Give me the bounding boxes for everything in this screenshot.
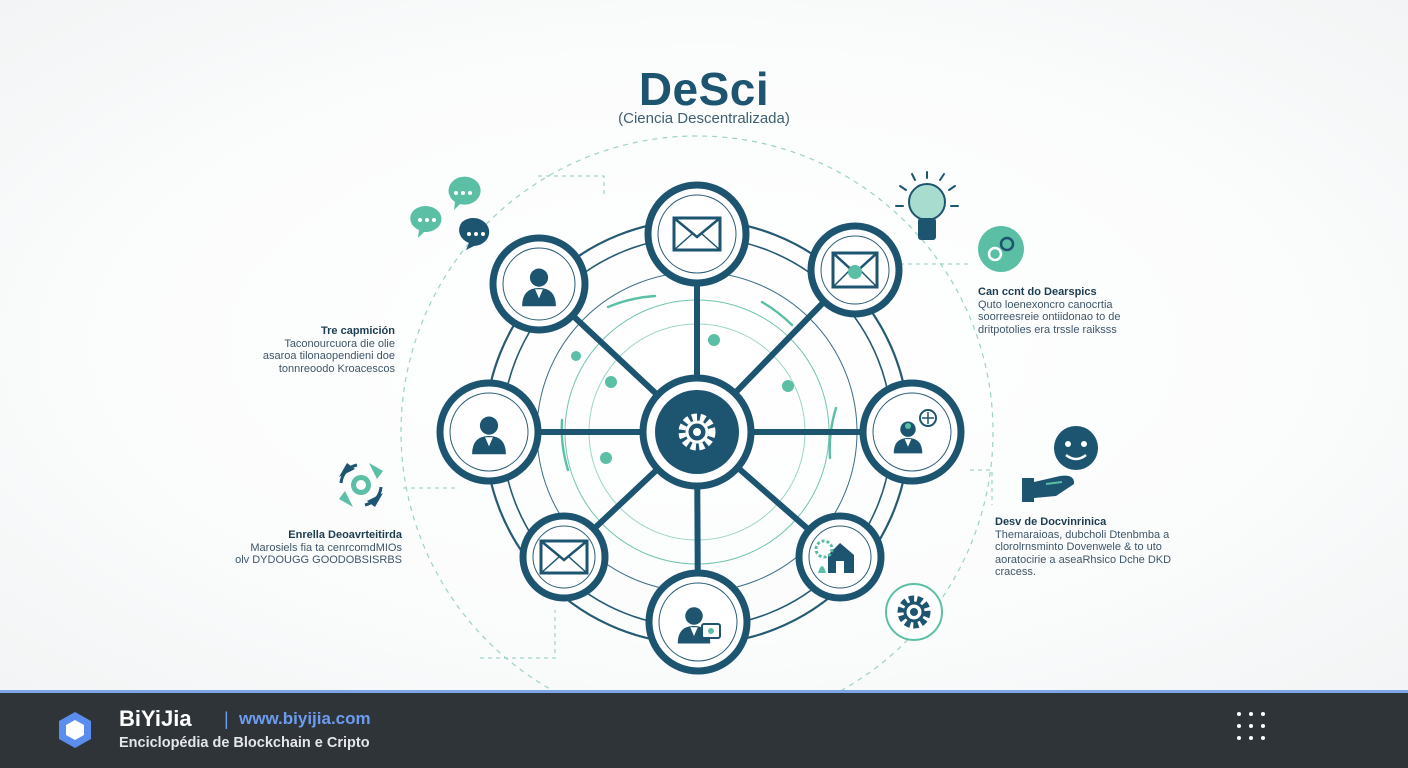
annotation-bottom-right: Desv de Docvinrinica Themaraioas, dubcho… bbox=[995, 516, 1195, 579]
envelope-icon bbox=[672, 216, 722, 252]
chat-bubbles-icon bbox=[410, 176, 490, 250]
annotation-bottom-left: Enrella Deoavrteitirda Marosiels fia ta … bbox=[190, 529, 402, 567]
connector-top-left bbox=[538, 175, 605, 196]
annotation-line: asaroa tilonaopendieni doe bbox=[262, 350, 395, 362]
annotation-line: clorolrnsminto Dovenwele & to uto bbox=[995, 541, 1162, 553]
chat-bubble bbox=[410, 206, 442, 238]
accent-dots bbox=[571, 334, 794, 464]
site-tagline: Enciclopédia de Blockchain e Cripto bbox=[119, 735, 370, 751]
accent-dot bbox=[782, 380, 794, 392]
annotation-line: dritpotolies era trssle raiksss bbox=[978, 323, 1117, 336]
researcher-icon bbox=[472, 416, 506, 455]
scientist-icon bbox=[893, 409, 937, 454]
page-title: DeSci bbox=[638, 63, 770, 115]
annotation-line: Quto loenexoncro canocrtia bbox=[978, 298, 1113, 311]
outer-orbit bbox=[400, 135, 994, 690]
annotation-line: cracess. bbox=[995, 566, 1036, 578]
annotation-line: aoratocirie a aseaRhsico Dche DKD bbox=[995, 553, 1172, 566]
research-lab-icon bbox=[814, 539, 854, 573]
network-node bbox=[645, 569, 751, 675]
annotation-heading: Tre capmición bbox=[321, 325, 395, 337]
annotation-heading: Can ccnt do Dearspics bbox=[978, 286, 1097, 298]
certificate-icon bbox=[831, 251, 879, 289]
accent-dot bbox=[600, 452, 612, 464]
hand-cuff bbox=[1022, 478, 1034, 502]
network-node bbox=[489, 234, 589, 334]
hexagon-logo-icon[interactable] bbox=[56, 710, 94, 750]
bulb-base bbox=[918, 218, 936, 240]
annotation-line: soorreesreie ontiidonao to de bbox=[978, 311, 1121, 323]
settings-gear-icon bbox=[885, 583, 943, 641]
accent-dot bbox=[708, 334, 720, 346]
footer-separator: | bbox=[224, 709, 229, 729]
network-node bbox=[807, 222, 903, 318]
smile-face bbox=[1054, 426, 1098, 470]
annotation-heading: Enrella Deoavrteitirda bbox=[288, 529, 402, 541]
gear-body bbox=[685, 420, 709, 444]
gear-teeth bbox=[678, 413, 716, 451]
envelope-icon bbox=[539, 539, 589, 575]
recycle-arrows-icon bbox=[339, 463, 383, 507]
accent-arc bbox=[760, 300, 794, 327]
central-hub bbox=[639, 374, 755, 490]
annotation-line: olv DYDOUGG GOODOBSISRBS bbox=[235, 554, 402, 566]
connector-right bbox=[970, 469, 993, 505]
connection-badge-icon bbox=[978, 226, 1024, 272]
desci-network-diagram bbox=[339, 135, 1098, 690]
gear-center bbox=[693, 428, 701, 436]
site-url-link[interactable]: www.biyijia.com bbox=[239, 709, 371, 728]
accent-dot bbox=[571, 351, 581, 361]
annotation-line: Themaraioas, dubcholi Dtenbmba a bbox=[995, 528, 1170, 541]
collaborators-icon bbox=[677, 607, 721, 644]
network-node bbox=[436, 379, 542, 485]
annotation-top-right: Can ccnt do Dearspics Quto loenexoncro c… bbox=[978, 286, 1168, 336]
brand-name[interactable]: BiYiJia bbox=[119, 706, 192, 731]
infographic-canvas: DeSci (Ciencia Descentralizada) bbox=[0, 0, 1408, 690]
gear-icon bbox=[678, 413, 716, 451]
annotation-line: Marosiels fia ta cenrcomdMIOs bbox=[250, 541, 402, 554]
nodes bbox=[436, 181, 965, 675]
network-node bbox=[859, 379, 965, 485]
annotation-top-left: Tre capmición Taconourcuora die olie asa… bbox=[205, 325, 395, 375]
lightbulb-icon bbox=[895, 171, 959, 240]
grid-menu-icon[interactable] bbox=[1235, 710, 1267, 742]
hand bbox=[1034, 475, 1075, 498]
annotation-line: Taconourcuora die olie bbox=[284, 337, 395, 350]
bulb-glass bbox=[908, 183, 946, 221]
accent-dot bbox=[605, 376, 617, 388]
network-node bbox=[795, 512, 885, 602]
annotation-line: tonnreoodo Kroacescos bbox=[278, 362, 395, 375]
page-subtitle: (Ciencia Descentralizada) bbox=[618, 110, 790, 127]
accent-arc bbox=[560, 418, 570, 472]
network-node bbox=[644, 181, 750, 287]
support-hand-icon bbox=[1022, 426, 1098, 502]
annotation-heading: Desv de Docvinrinica bbox=[995, 516, 1107, 528]
connector-bottom-left bbox=[480, 610, 556, 659]
accent-arc bbox=[606, 294, 657, 309]
network-node bbox=[519, 512, 609, 602]
badge-circle bbox=[978, 226, 1024, 272]
researcher-icon bbox=[522, 268, 556, 307]
footer-bar: BiYiJia | www.biyijia.com Enciclopédia d… bbox=[0, 690, 1408, 768]
